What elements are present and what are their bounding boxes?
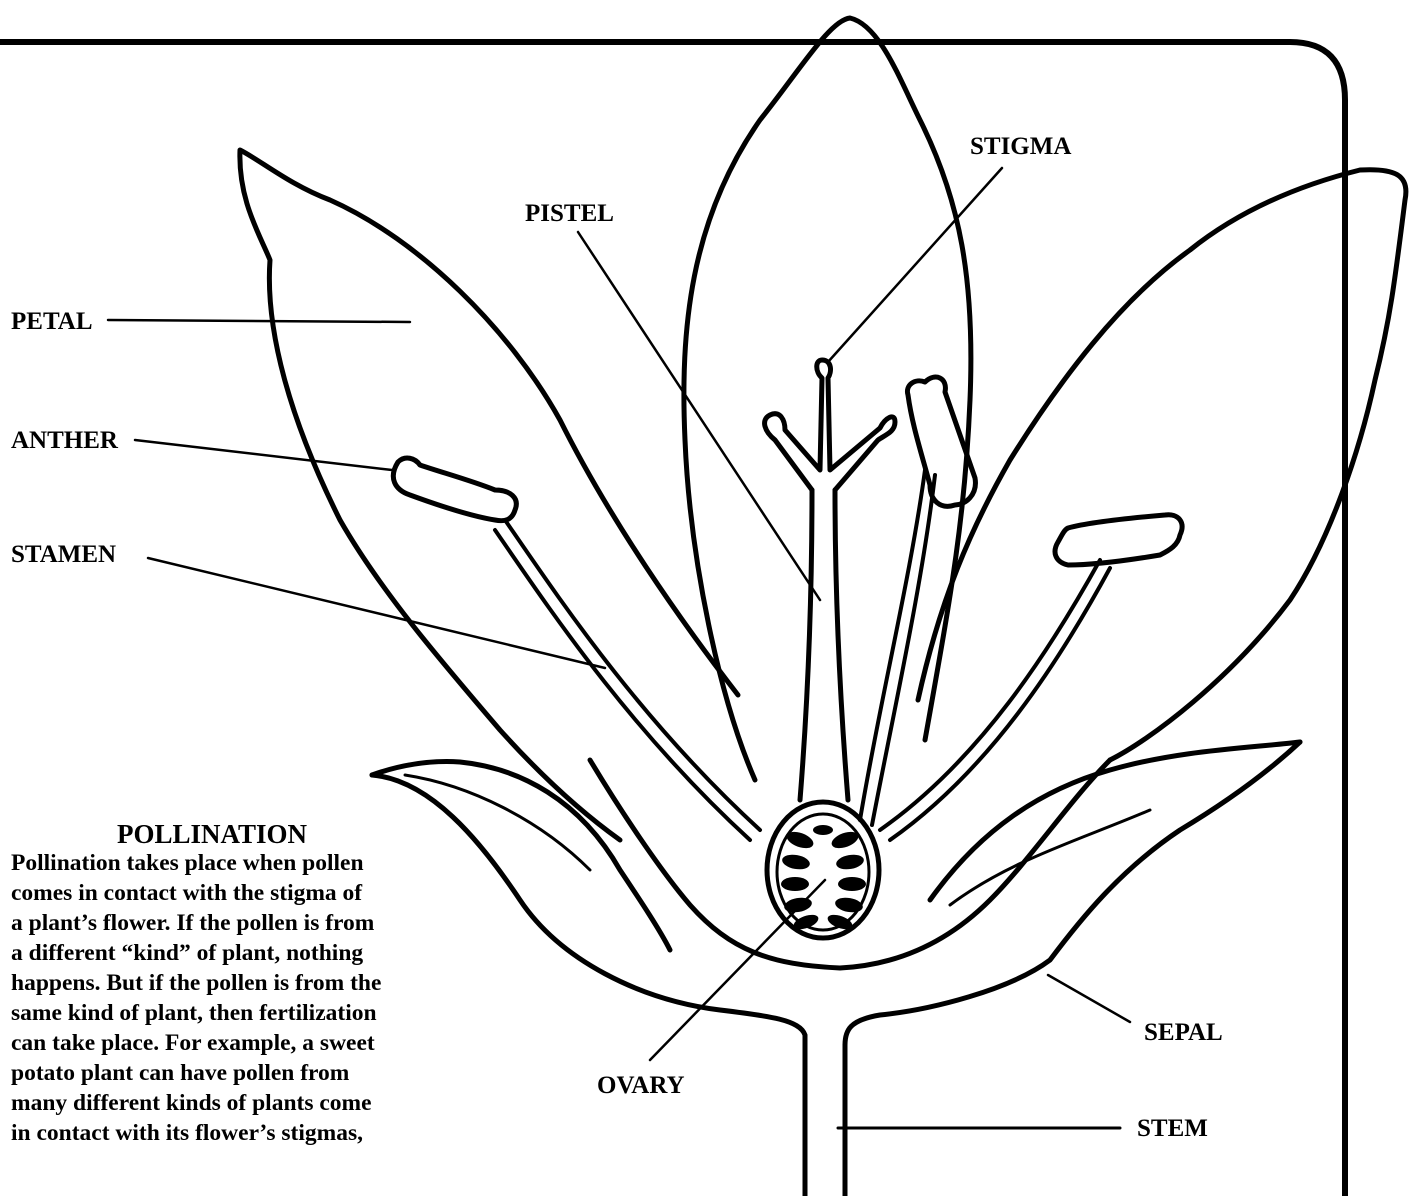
right-petal (918, 170, 1406, 760)
stem (805, 1040, 845, 1196)
paragraph-line: a different “kind” of plant, nothing (11, 938, 441, 968)
paragraph-line: comes in contact with the stigma of (11, 878, 441, 908)
label-anther: ANTHER (11, 428, 118, 453)
paragraph-line: happens. But if the pollen is from the (11, 968, 441, 998)
paragraph-line: a plant’s flower. If the pollen is from (11, 908, 441, 938)
label-stem: STEM (1137, 1116, 1208, 1141)
ovule (835, 853, 865, 872)
label-stamen: STAMEN (11, 542, 116, 567)
label-sepal: SEPAL (1144, 1020, 1223, 1045)
ovule (813, 825, 833, 835)
paragraph-line: same kind of plant, then fertilization (11, 998, 441, 1028)
paragraph-line: potato plant can have pollen from (11, 1058, 441, 1088)
ovule (781, 853, 811, 872)
paragraph-line: can take place. For example, a sweet (11, 1028, 441, 1058)
pistil (800, 490, 848, 800)
pollination-title: POLLINATION (117, 819, 307, 850)
right-sepal (930, 742, 1300, 900)
label-stigma: STIGMA (970, 134, 1071, 159)
anther-leader (135, 440, 392, 470)
paragraph-line: Pollination takes place when pollen (11, 848, 441, 878)
petal-leader (108, 320, 410, 322)
right-anther (1055, 515, 1182, 565)
ovule (834, 896, 864, 915)
middle-stamen-filament (860, 470, 935, 825)
left-petal (240, 150, 738, 840)
left-anther (393, 458, 516, 521)
ovule (838, 877, 866, 891)
label-petal: PETAL (11, 309, 93, 334)
label-ovary: OVARY (597, 1073, 685, 1098)
stigma-leader (828, 168, 1002, 362)
sepal-leader (1048, 975, 1130, 1022)
right-sepal-shade (950, 810, 1150, 905)
ovule (781, 877, 809, 891)
pollination-paragraph: Pollination takes place when pollen come… (11, 848, 441, 1148)
ovary (767, 802, 879, 938)
stigma-arms (765, 360, 895, 490)
label-pistel: PISTEL (525, 201, 614, 226)
paragraph-line: many different kinds of plants come (11, 1088, 441, 1118)
paragraph-line: in contact with its flower’s stigmas, (11, 1118, 441, 1148)
